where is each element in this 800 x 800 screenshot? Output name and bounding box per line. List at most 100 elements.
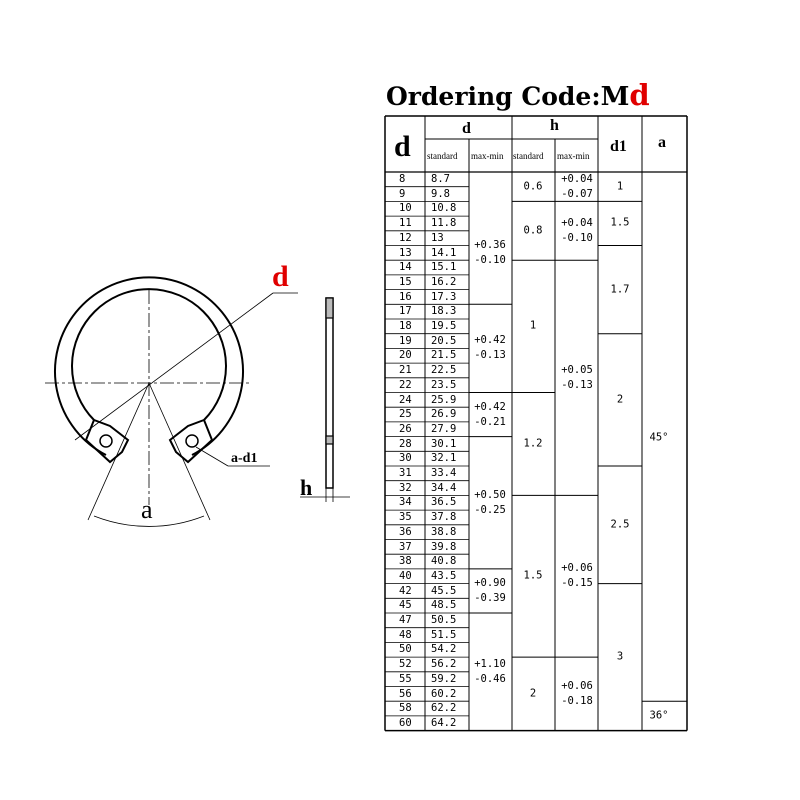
row-d-value: 15	[399, 275, 412, 288]
row-d-value: 56	[399, 687, 412, 700]
row-d-standard: 59.2	[431, 672, 457, 685]
row-d-value: 18	[399, 320, 412, 332]
right-lug-hole	[185, 434, 199, 448]
tolerance-lower: -0.10	[561, 231, 593, 244]
thickness-label: h	[300, 475, 313, 500]
angle-cell: 45°	[649, 431, 669, 444]
h-tolerance-cell: +0.04 -0.10	[561, 216, 593, 246]
angle-arc	[93, 515, 205, 527]
circlip-outer-edge	[54, 276, 244, 456]
row-d-standard: 48.5	[431, 599, 457, 612]
side-view-upper-lug	[325, 297, 334, 319]
tolerance-lower: -0.07	[561, 187, 593, 200]
row-d-standard: 9.8	[431, 187, 450, 200]
ordering-code-variable: d	[629, 78, 650, 112]
row-d-value: 9	[399, 187, 406, 200]
row-d-value: 60	[399, 716, 412, 729]
angle-cell: 36°	[649, 709, 669, 722]
row-d-standard: 21.5	[431, 349, 457, 362]
header-d-group: d	[462, 120, 471, 137]
row-d-standard: 60.2	[431, 687, 457, 700]
h-tolerance-cell: +0.06-0.18	[561, 679, 593, 709]
side-view-lower-lug	[325, 435, 334, 445]
angle-right-ray	[148, 382, 211, 521]
header-d-max-min: max-min	[471, 151, 504, 161]
size-table-grid	[384, 115, 688, 732]
row-d-standard: 34.4	[431, 481, 457, 494]
circlip-front-view	[54, 276, 244, 464]
h-standard-cell: 0.8	[523, 224, 543, 237]
header-h-max-min: max-min	[557, 151, 590, 161]
row-d-standard: 54.2	[431, 643, 457, 656]
row-d-value: 26	[399, 422, 412, 435]
row-d-standard: 33.4	[431, 467, 457, 479]
row-d-standard: 17.3	[431, 290, 457, 303]
row-d-value: 30	[399, 452, 412, 465]
d1-cell: 2.5	[610, 518, 630, 531]
row-d-value: 21	[399, 364, 412, 377]
row-d-value: 38	[399, 555, 412, 568]
d-tolerance-cell: +0.42-0.21	[474, 400, 506, 430]
row-d-value: 47	[399, 614, 412, 626]
row-d-value: 34	[399, 496, 412, 509]
tolerance-lower: -0.13	[474, 349, 506, 362]
row-d-value: 45	[399, 599, 412, 612]
h-tolerance-cell: +0.06-0.15	[561, 561, 593, 591]
row-d-standard: 15.1	[431, 261, 457, 274]
d1-cell: 2	[616, 393, 624, 406]
row-d-value: 20	[399, 349, 412, 362]
row-d-standard: 50.5	[431, 614, 457, 626]
row-d-standard: 36.5	[431, 496, 457, 509]
tolerance-lower: -0.13	[561, 378, 593, 391]
row-d-value: 42	[399, 584, 412, 597]
header-d1: d1	[610, 138, 627, 155]
row-d-value: 55	[399, 672, 412, 685]
row-d-value: 19	[399, 334, 412, 347]
row-d-standard: 11.8	[431, 217, 457, 230]
circlip-inner-edge	[71, 288, 227, 421]
tolerance-upper: +0.04	[561, 216, 593, 229]
tolerance-lower: -0.25	[474, 503, 506, 516]
row-d-standard: 13	[431, 231, 444, 244]
row-d-value: 58	[399, 702, 412, 715]
angle-left-ray	[87, 382, 150, 521]
row-d-value: 22	[399, 378, 412, 391]
h-standard-cell: 1.2	[523, 437, 543, 450]
d-tolerance-cell: +1.10-0.46	[474, 657, 506, 687]
construction-lines	[45, 290, 298, 527]
row-d-value: 36	[399, 525, 412, 538]
row-d-value: 37	[399, 540, 412, 553]
h-standard-cell: 1	[529, 319, 537, 332]
angle-label: a	[141, 495, 153, 524]
row-d-value: 14	[399, 261, 412, 274]
tolerance-upper: +0.04	[561, 172, 593, 185]
h-tolerance-cell: +0.04 -0.07	[561, 172, 593, 202]
row-d-value: 52	[399, 658, 412, 671]
tolerance-upper: +0.42	[474, 334, 506, 347]
ordering-code-prefix: Ordering Code:	[386, 82, 601, 111]
diameter-leader	[74, 292, 274, 441]
row-d-standard: 30.1	[431, 437, 457, 450]
row-d-value: 28	[399, 437, 412, 450]
d1-cell: 1.7	[610, 283, 630, 296]
row-d-standard: 10.8	[431, 202, 457, 215]
row-d-value: 11	[399, 217, 412, 230]
row-d-standard: 39.8	[431, 540, 457, 553]
row-d-standard: 23.5	[431, 378, 457, 391]
tolerance-upper: +0.90	[474, 576, 506, 589]
tolerance-lower: -0.39	[474, 591, 506, 604]
row-d-standard: 51.5	[431, 628, 457, 641]
row-d-standard: 45.5	[431, 584, 457, 597]
d-tolerance-cell: +0.50-0.25	[474, 488, 506, 518]
h-standard-cell: 2	[529, 687, 537, 700]
row-d-value: 48	[399, 628, 412, 641]
row-d-value: 35	[399, 511, 412, 524]
row-d-standard: 38.8	[431, 525, 457, 538]
row-d-value: 12	[399, 231, 412, 244]
header-d-standard: standard	[427, 151, 458, 161]
h-tolerance-cell: +0.05 -0.13	[561, 363, 593, 393]
row-d-value: 8	[399, 173, 406, 185]
tolerance-upper: +0.06	[561, 562, 593, 575]
tolerance-upper: +0.05	[561, 363, 593, 376]
row-d-standard: 40.8	[431, 555, 457, 568]
